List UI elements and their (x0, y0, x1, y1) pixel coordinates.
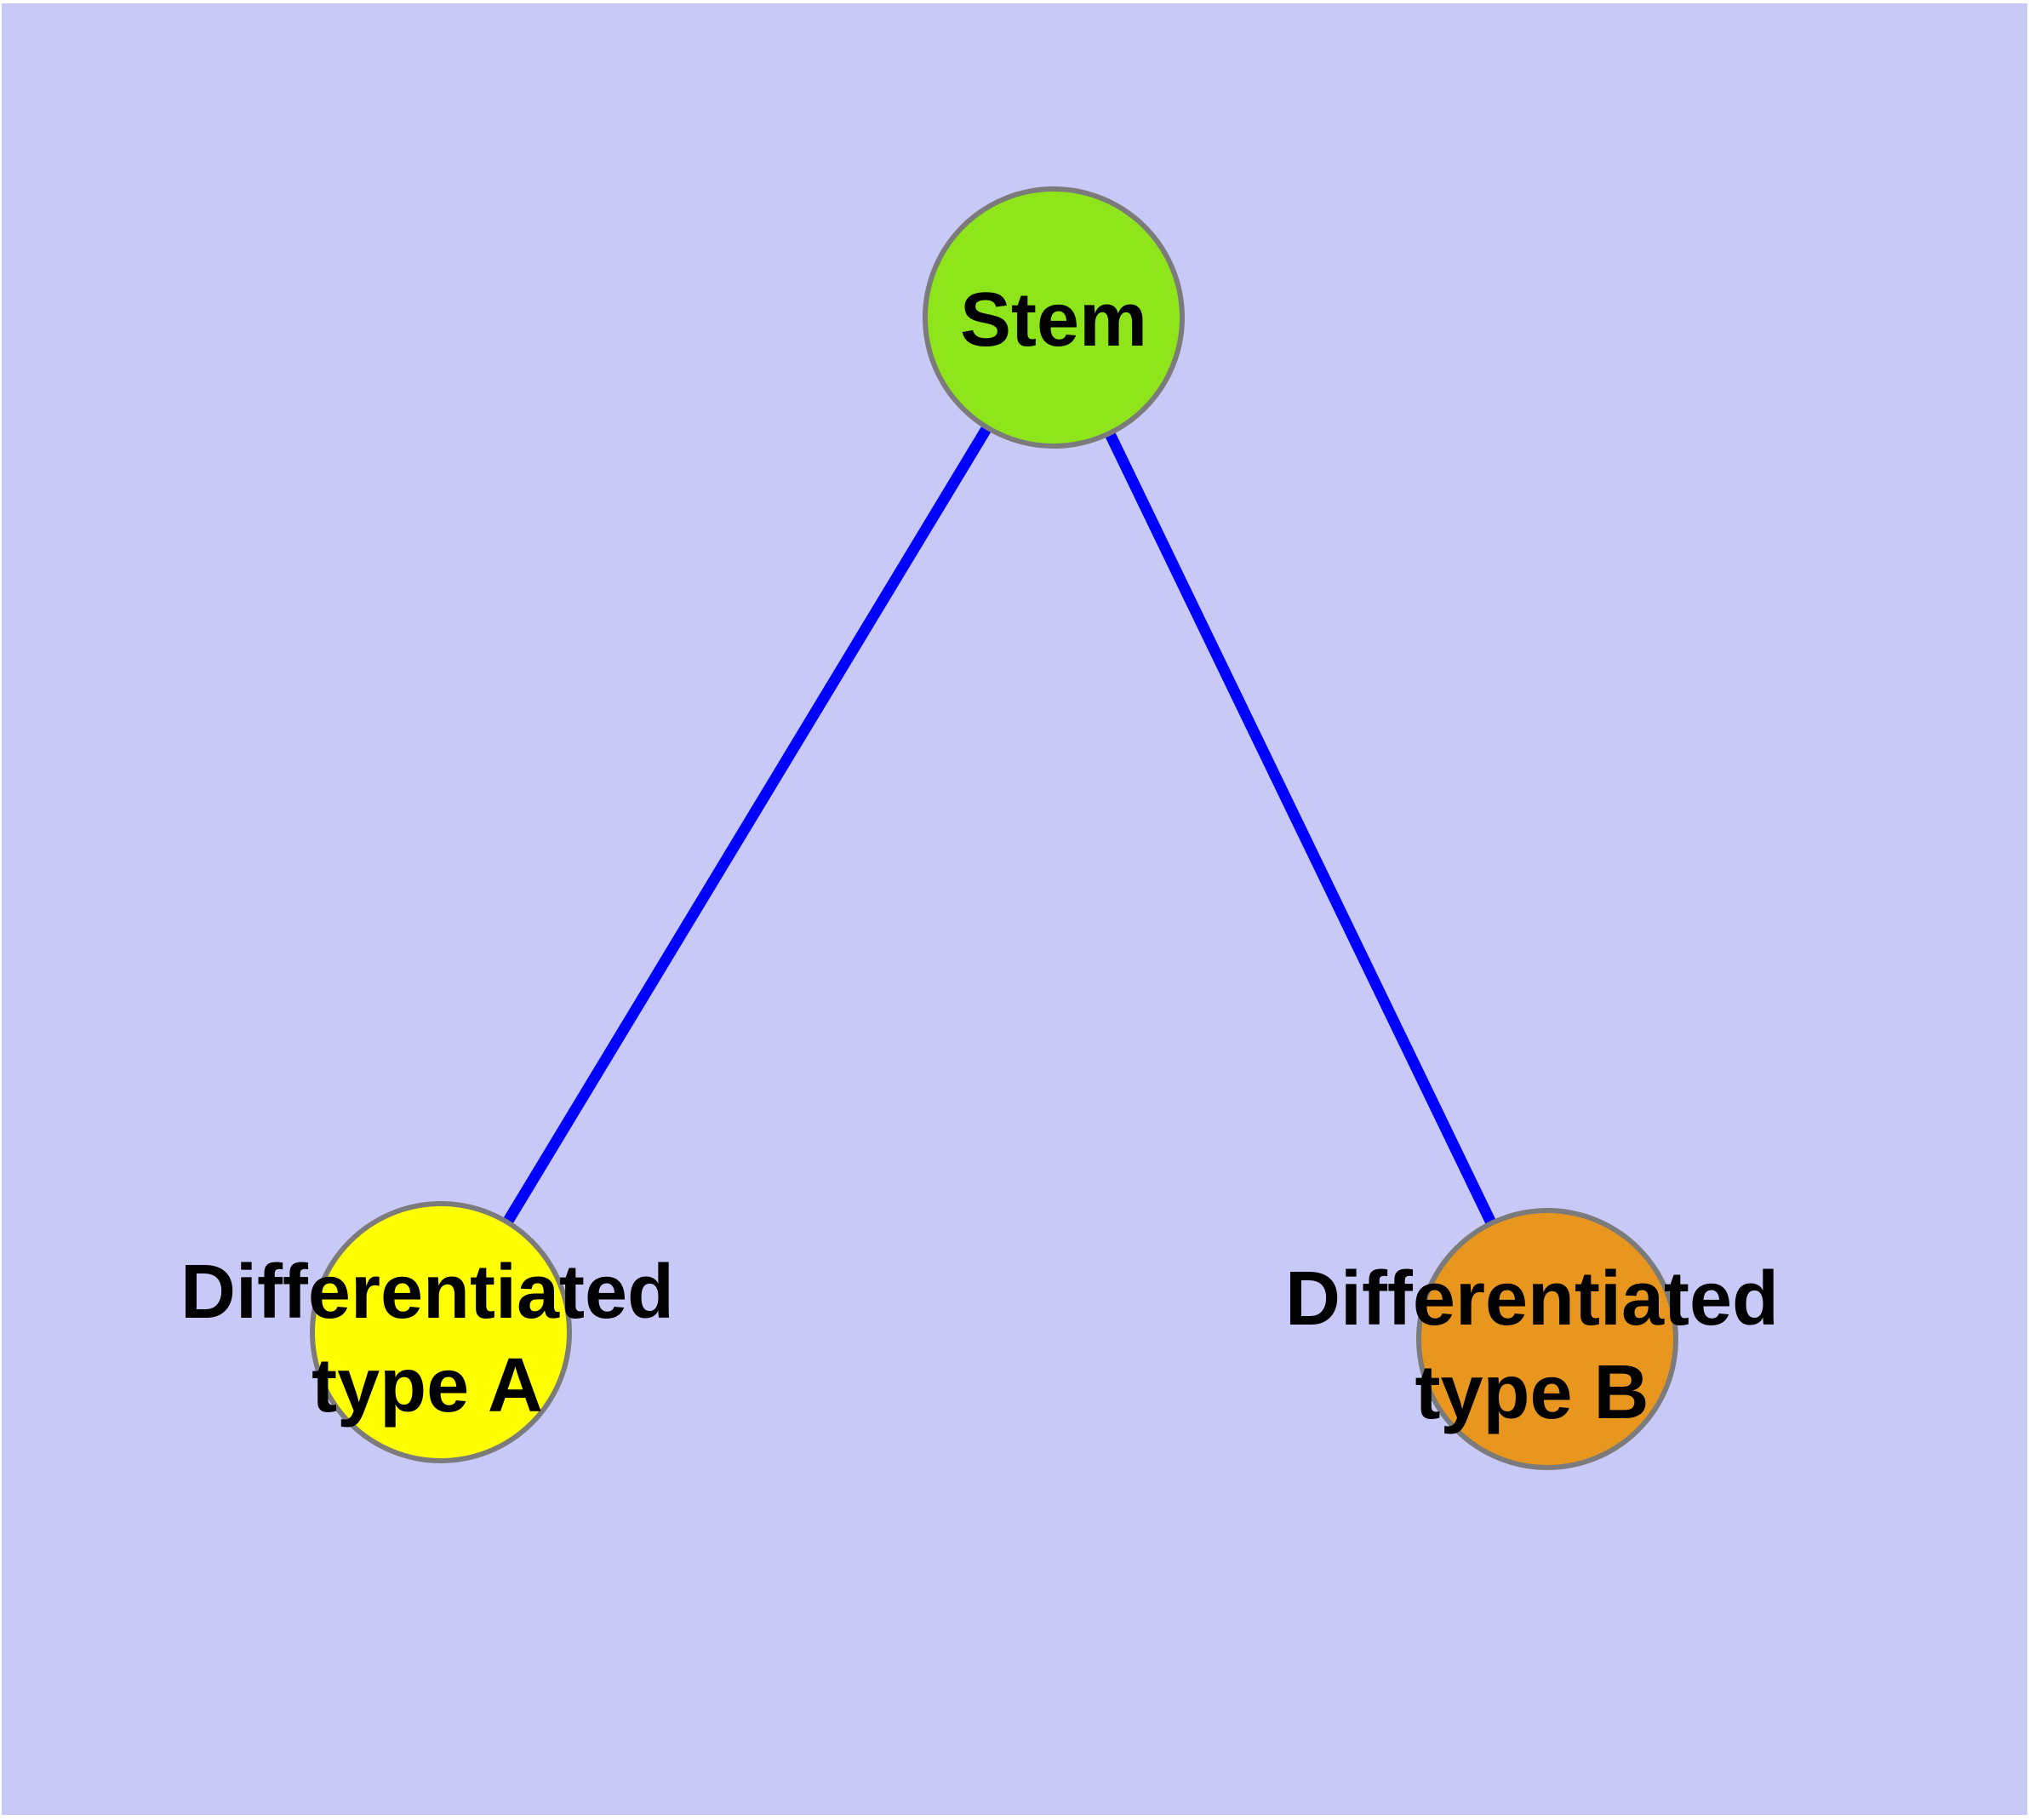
node-stem[interactable]: Stem (923, 186, 1185, 449)
type-b-label-line2: type B (1415, 1350, 1649, 1435)
node-differentiated-type-b[interactable]: Differentiated type B (1285, 1208, 1779, 1470)
edge-stem-to-type-b (1049, 315, 1552, 1342)
stem-circle[interactable] (923, 186, 1185, 449)
stem-label: Stem (960, 278, 1147, 363)
edge-stem-to-type-a (436, 314, 1059, 1336)
type-a-circle[interactable] (310, 1201, 572, 1463)
type-a-label-line1: Differentiated (180, 1250, 674, 1335)
node-differentiated-type-a[interactable]: Differentiated type A (180, 1201, 674, 1463)
type-b-label-line1: Differentiated (1285, 1256, 1779, 1342)
type-a-label-line2: type A (311, 1343, 543, 1428)
type-b-circle[interactable] (1416, 1208, 1678, 1470)
edge-layer (436, 314, 1552, 1342)
